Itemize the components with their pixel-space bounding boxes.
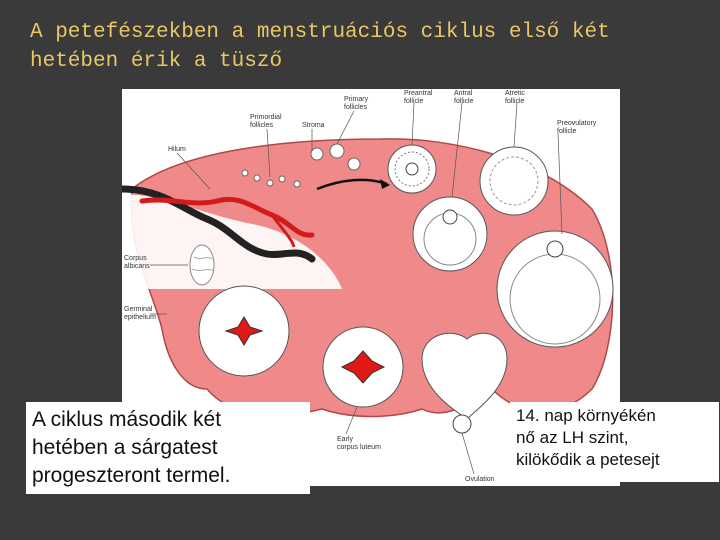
ovulation-follicle xyxy=(422,333,507,433)
caption-right-line-3: kilökődik a petesejt xyxy=(516,449,719,471)
slide-title: A petefészekben a menstruációs ciklus el… xyxy=(30,18,710,76)
preantral-follicle xyxy=(388,145,436,193)
label-stroma: Stroma xyxy=(302,122,325,129)
corpus-luteum xyxy=(199,286,289,376)
atretic-follicle xyxy=(480,147,548,215)
caption-ovulation: 14. nap környékén nő az LH szint, kilökő… xyxy=(510,402,719,482)
antral-follicle xyxy=(413,197,487,271)
caption-right-line-1: 14. nap környékén xyxy=(516,405,719,427)
early-corpus-luteum xyxy=(323,327,403,407)
corpus-albicans xyxy=(190,245,214,285)
caption-left-line-1: A ciklus második két xyxy=(32,406,310,434)
title-line-1: A petefészekben a menstruációs ciklus el… xyxy=(30,21,610,44)
caption-corpus-luteum: A ciklus második két hetében a sárgatest… xyxy=(26,402,310,494)
caption-left-line-3: progeszteront termel. xyxy=(32,462,310,490)
title-line-2: hetében érik a tüsző xyxy=(30,50,282,73)
caption-right-line-2: nő az LH szint, xyxy=(516,427,719,449)
caption-left-line-2: hetében a sárgatest xyxy=(32,434,310,462)
label-ovulation: Ovulation xyxy=(465,476,495,483)
preovulatory-follicle xyxy=(497,231,613,347)
label-hilum: Hilum xyxy=(168,146,186,153)
